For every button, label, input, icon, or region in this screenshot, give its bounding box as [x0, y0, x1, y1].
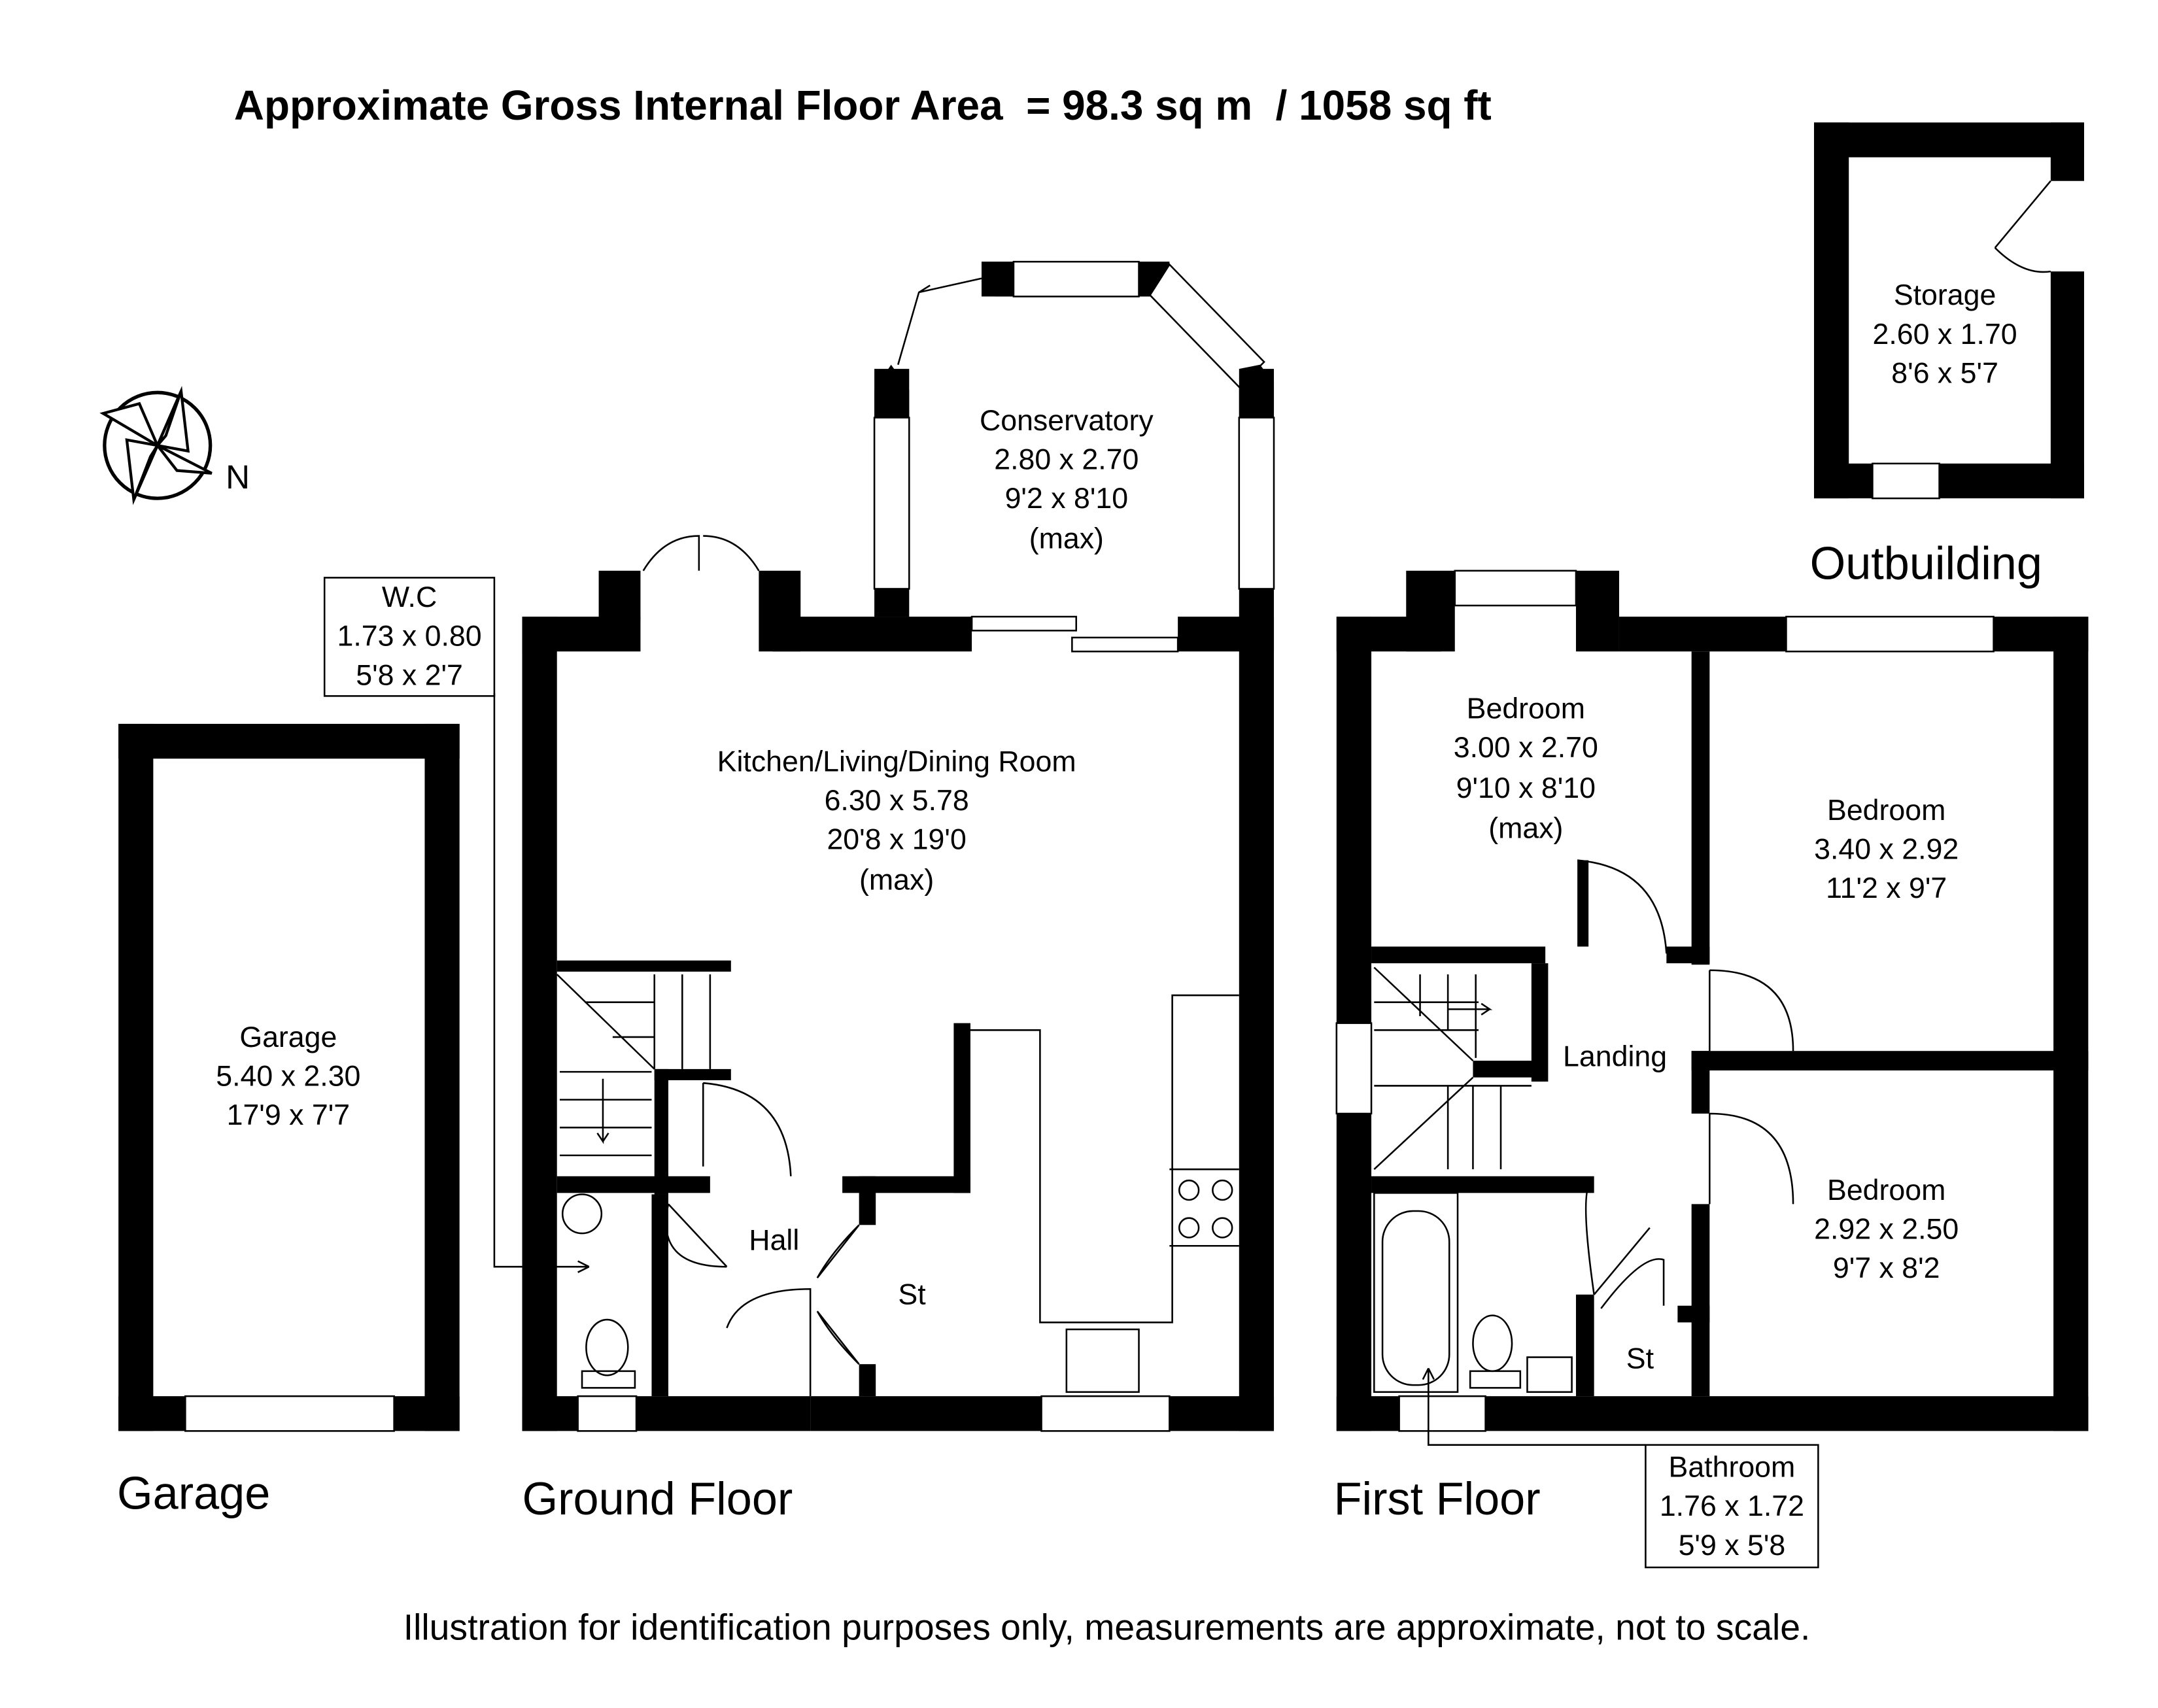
- wc-imperial: 5'8 x 2'7: [356, 659, 463, 691]
- bedroom2-metric: 3.40 x 2.92: [1814, 833, 1959, 865]
- ground-floor-plan: [323, 260, 1275, 1432]
- bedroom3-imperial: 9'7 x 8'2: [1833, 1252, 1940, 1284]
- conservatory-imperial: 9'2 x 8'10: [1005, 483, 1129, 515]
- storage-metric: 2.60 x 1.70: [1873, 318, 2017, 350]
- garage-door: [184, 1395, 395, 1432]
- bedroom3-metric: 2.92 x 2.50: [1814, 1214, 1959, 1246]
- hall-room-name: Hall: [749, 1225, 799, 1257]
- landing-room-name: Landing: [1563, 1041, 1667, 1073]
- garage-section-label: Garage: [117, 1467, 270, 1519]
- bedroom2-room-name: Bedroom: [1827, 794, 1945, 827]
- conservatory-room-name: Conservatory: [980, 405, 1154, 437]
- outbuilding-plan: [1813, 122, 2084, 500]
- garage-plan: [118, 723, 460, 1432]
- kitchen-imperial: 20'8 x 19'0: [827, 824, 966, 856]
- first-floor-section-label: First Floor: [1334, 1473, 1541, 1524]
- bathroom-room-name: Bathroom: [1669, 1452, 1796, 1484]
- storage-room-name: Storage: [1894, 279, 1996, 311]
- bedroom1-note: (max): [1488, 813, 1563, 845]
- garage-imperial: 17'9 x 7'7: [227, 1099, 351, 1131]
- outbuilding-section-label: Outbuilding: [1810, 538, 2042, 589]
- wc-room-name: W.C: [382, 581, 437, 613]
- bedroom1-room-name: Bedroom: [1467, 692, 1585, 725]
- conservatory-metric: 2.80 x 2.70: [994, 443, 1139, 475]
- ground-floor-section-label: Ground Floor: [522, 1473, 793, 1524]
- bedroom1-metric: 3.00 x 2.70: [1454, 732, 1598, 764]
- disclaimer: Illustration for identification purposes…: [403, 1607, 1811, 1648]
- compass-icon: [99, 386, 213, 505]
- garage-room-name: Garage: [239, 1021, 337, 1053]
- bathroom-metric: 1.76 x 1.72: [1660, 1490, 1804, 1522]
- bedroom2-imperial: 11'2 x 9'7: [1826, 872, 1947, 904]
- garage-metric: 5.40 x 2.30: [216, 1060, 360, 1092]
- kitchen-room-name: Kitchen/Living/Dining Room: [717, 745, 1076, 777]
- storage-imperial: 8'6 x 5'7: [1891, 357, 1998, 389]
- kitchen-metric: 6.30 x 5.78: [825, 785, 969, 817]
- bathroom-imperial: 5'9 x 5'8: [1679, 1529, 1786, 1562]
- bedroom3-room-name: Bedroom: [1827, 1174, 1945, 1206]
- st-first-room-name: St: [1626, 1343, 1654, 1375]
- wc-metric: 1.73 x 0.80: [337, 621, 481, 653]
- first-floor-plan: [1335, 570, 2089, 1569]
- bedroom1-imperial: 9'10 x 8'10: [1456, 772, 1596, 804]
- compass-north-label: N: [226, 458, 250, 496]
- kitchen-note: (max): [859, 864, 934, 896]
- st-ground-room-name: St: [898, 1279, 926, 1311]
- floor-area-title: Approximate Gross Internal Floor Area = …: [234, 82, 1492, 129]
- conservatory-note: (max): [1029, 523, 1104, 555]
